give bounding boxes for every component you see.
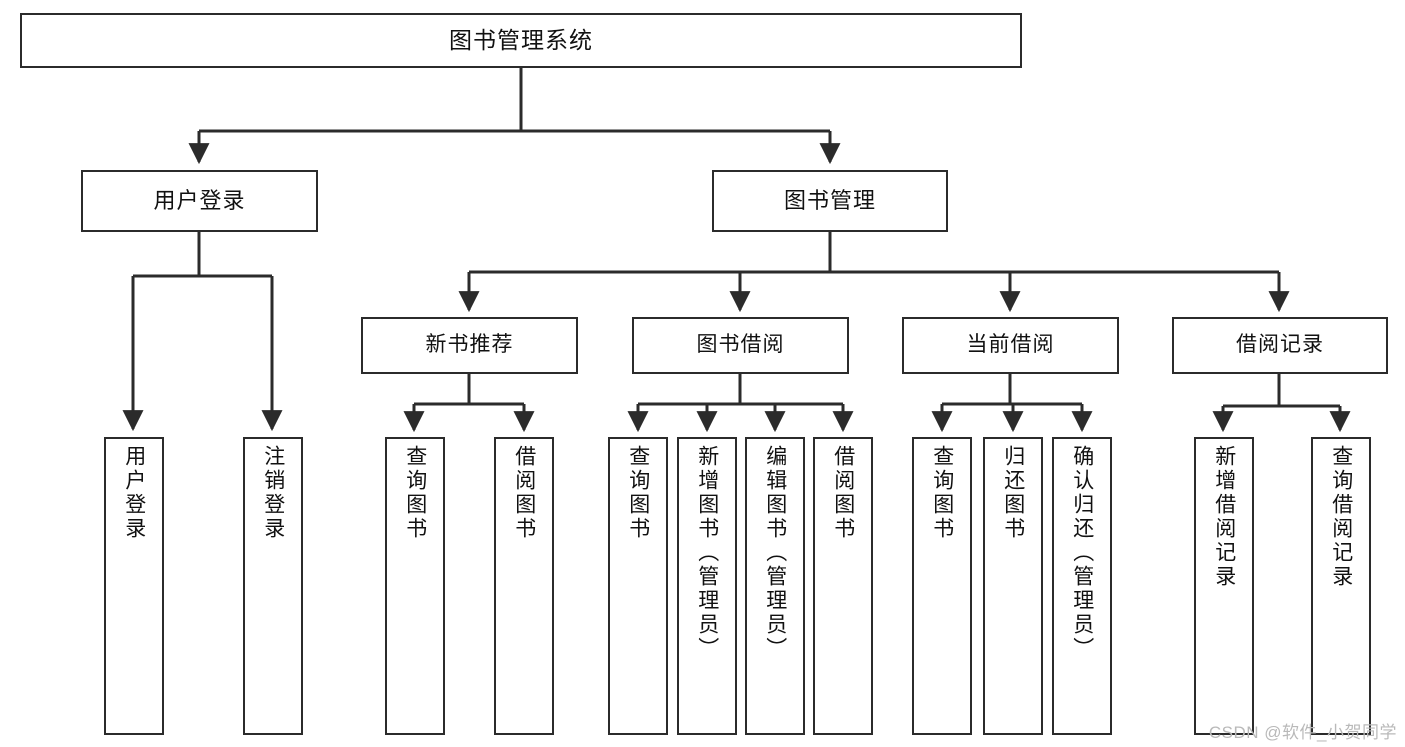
node-label: 查询借阅记录 xyxy=(1329,445,1353,589)
node-label: 确认归还（管理员） xyxy=(1070,445,1094,661)
leaf-book-borrow-borrow-book[interactable]: 借阅图书 xyxy=(813,437,873,735)
leaf-user-login-login[interactable]: 用户登录 xyxy=(104,437,164,735)
node-label: 图书管理 xyxy=(783,188,876,214)
node-label: 图书借阅 xyxy=(696,333,785,357)
node-label: 新增图书（管理员） xyxy=(695,445,719,661)
node-label: 图书管理系统 xyxy=(449,27,593,54)
node-borrow-records[interactable]: 借阅记录 xyxy=(1172,317,1388,374)
node-label: 查询图书 xyxy=(626,445,650,541)
node-label: 借阅图书 xyxy=(512,445,536,541)
node-new-book-recommend[interactable]: 新书推荐 xyxy=(361,317,578,374)
node-label: 注销登录 xyxy=(261,445,285,541)
node-label: 新书推荐 xyxy=(425,333,514,357)
leaf-book-borrow-edit-book-admin[interactable]: 编辑图书（管理员） xyxy=(745,437,805,735)
node-current-borrow[interactable]: 当前借阅 xyxy=(902,317,1119,374)
watermark: CSDN @软件_小贺同学 xyxy=(1208,723,1397,742)
node-label: 当前借阅 xyxy=(966,333,1055,357)
leaf-borrow-records-add-record[interactable]: 新增借阅记录 xyxy=(1194,437,1254,735)
node-label: 借阅图书 xyxy=(831,445,855,541)
node-label: 用户登录 xyxy=(122,445,146,541)
leaf-book-borrow-add-book-admin[interactable]: 新增图书（管理员） xyxy=(677,437,737,735)
leaf-current-borrow-query-book[interactable]: 查询图书 xyxy=(912,437,972,735)
node-label: 归还图书 xyxy=(1001,445,1025,541)
leaf-book-borrow-query-book[interactable]: 查询图书 xyxy=(608,437,668,735)
node-label: 查询图书 xyxy=(930,445,954,541)
leaf-new-book-query-book[interactable]: 查询图书 xyxy=(385,437,445,735)
node-book-borrow[interactable]: 图书借阅 xyxy=(632,317,849,374)
leaf-borrow-records-query-record[interactable]: 查询借阅记录 xyxy=(1311,437,1371,735)
leaf-new-book-borrow-book[interactable]: 借阅图书 xyxy=(494,437,554,735)
node-label: 借阅记录 xyxy=(1236,333,1324,357)
node-root-book-management-system[interactable]: 图书管理系统 xyxy=(20,13,1022,68)
node-user-login[interactable]: 用户登录 xyxy=(81,170,318,232)
leaf-current-borrow-confirm-return-admin[interactable]: 确认归还（管理员） xyxy=(1052,437,1112,735)
leaf-current-borrow-return-book[interactable]: 归还图书 xyxy=(983,437,1043,735)
leaf-user-login-logout[interactable]: 注销登录 xyxy=(243,437,303,735)
node-label: 用户登录 xyxy=(153,188,246,214)
node-label: 新增借阅记录 xyxy=(1212,445,1236,589)
node-label: 查询图书 xyxy=(403,445,427,541)
node-label: 编辑图书（管理员） xyxy=(763,445,787,661)
node-book-management[interactable]: 图书管理 xyxy=(712,170,948,232)
